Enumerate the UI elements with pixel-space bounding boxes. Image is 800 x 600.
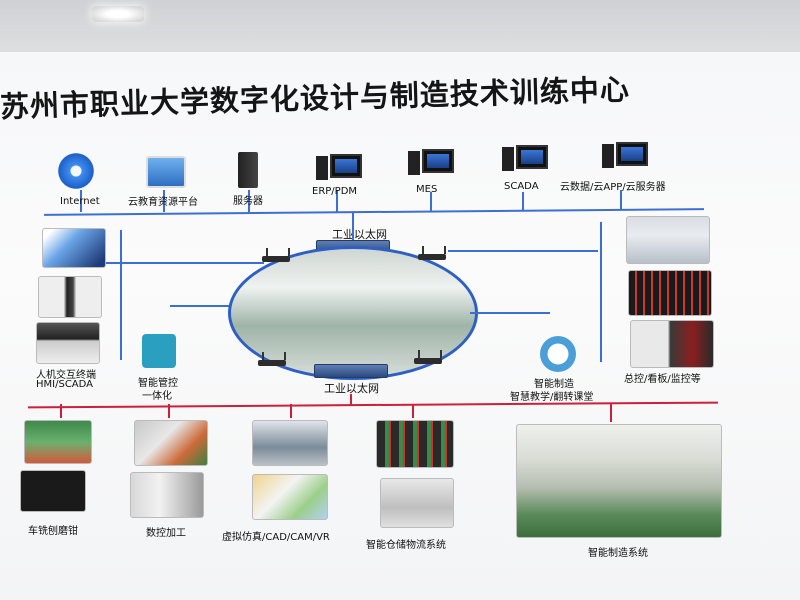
mid-left-label-1: 智能管控 — [138, 378, 178, 389]
monitor-control-icon — [142, 334, 176, 368]
kiosk-terminal-photo — [38, 276, 102, 318]
cloud-platform-icon — [146, 156, 186, 188]
right-link — [448, 250, 598, 252]
bus-drop — [430, 192, 432, 212]
machining-workshop-photo — [24, 420, 92, 464]
bottom-label-simulation: 虚拟仿真/CAD/CAM/VR — [222, 532, 330, 543]
process-uplink — [350, 394, 352, 406]
left-link-2 — [170, 305, 230, 307]
left-link — [104, 262, 264, 264]
wireless-router-icon — [414, 350, 442, 364]
monitoring-screen-photo — [630, 320, 714, 368]
mid-right-label-2: 智慧教学/翻转课堂 — [510, 392, 594, 403]
tablet-device-photo — [42, 228, 106, 268]
mid-left-label-2: 一体化 — [142, 391, 172, 402]
process-drop — [610, 404, 612, 422]
server-tower-icon — [238, 152, 258, 188]
bottom-switch-label: 工业以太网 — [324, 382, 379, 395]
workstation-icon — [316, 152, 362, 182]
cnc-machine-photo — [130, 472, 204, 518]
bus-drop — [336, 190, 338, 212]
node-label-cloud-platform: 云教育资源平台 — [128, 197, 198, 208]
workstation-icon — [602, 140, 648, 170]
smart-teaching-icon — [540, 336, 576, 372]
bottom-label-warehouse: 智能仓储物流系统 — [366, 540, 446, 551]
process-drop — [412, 404, 414, 418]
wireless-router-icon — [258, 352, 286, 366]
node-label-erp: ERP/PDM — [312, 186, 358, 197]
control-room-photo — [626, 216, 710, 264]
bottom-label-lathe: 车铣刨磨钳 — [28, 526, 78, 537]
kanban-led-board-photo — [628, 270, 712, 316]
right-bus — [600, 222, 602, 362]
cnc-machines-photo — [134, 420, 208, 466]
bus-drop — [80, 190, 82, 212]
node-label-mes: MES — [416, 184, 438, 195]
right-group-label: 总控/看板/监控等 — [624, 374, 701, 385]
left-group-label-1: 人机交互终端 — [36, 370, 96, 381]
process-drop — [60, 404, 62, 418]
wireless-router-icon — [418, 246, 446, 260]
workstation-icon — [408, 147, 454, 177]
workstation-icon — [502, 143, 548, 173]
top-switch-label: 工业以太网 — [332, 228, 387, 241]
bottom-label-cnc: 数控加工 — [146, 528, 186, 539]
bus-drop — [620, 190, 622, 210]
factory-floor-photo — [228, 246, 478, 380]
warehouse-shelves-photo — [376, 420, 454, 468]
smart-manufacturing-line-photo — [516, 424, 722, 538]
led-sign-photo — [20, 470, 86, 512]
right-link-2 — [470, 312, 550, 314]
node-label-internet: Internet — [60, 196, 100, 207]
bottom-label-smart-manufacturing: 智能制造系统 — [588, 548, 648, 559]
mid-right-label-1: 智能制造 — [534, 379, 574, 390]
node-label-scada: SCADA — [504, 181, 539, 192]
node-label-cloud-services: 云数据/云APP/云服务器 — [560, 182, 666, 193]
ceiling-lamp — [92, 6, 144, 22]
bus-drop — [248, 190, 250, 212]
left-group-label-2: HMI/SCADA — [36, 379, 94, 390]
node-label-server: 服务器 — [233, 196, 263, 207]
vr-simulation-photo — [252, 474, 328, 520]
wireless-router-icon — [262, 248, 290, 262]
left-bus — [120, 230, 122, 360]
logistics-robot-photo — [380, 478, 454, 528]
bottom-ethernet-switch — [314, 364, 388, 378]
process-drop — [290, 404, 292, 418]
bus-drop — [163, 190, 165, 212]
hmi-panel-photo — [36, 322, 100, 364]
switch-uplink — [352, 212, 354, 240]
internet-explorer-icon — [58, 152, 98, 190]
bus-drop — [522, 192, 524, 210]
process-drop — [168, 404, 170, 418]
computer-lab-photo — [252, 420, 328, 466]
